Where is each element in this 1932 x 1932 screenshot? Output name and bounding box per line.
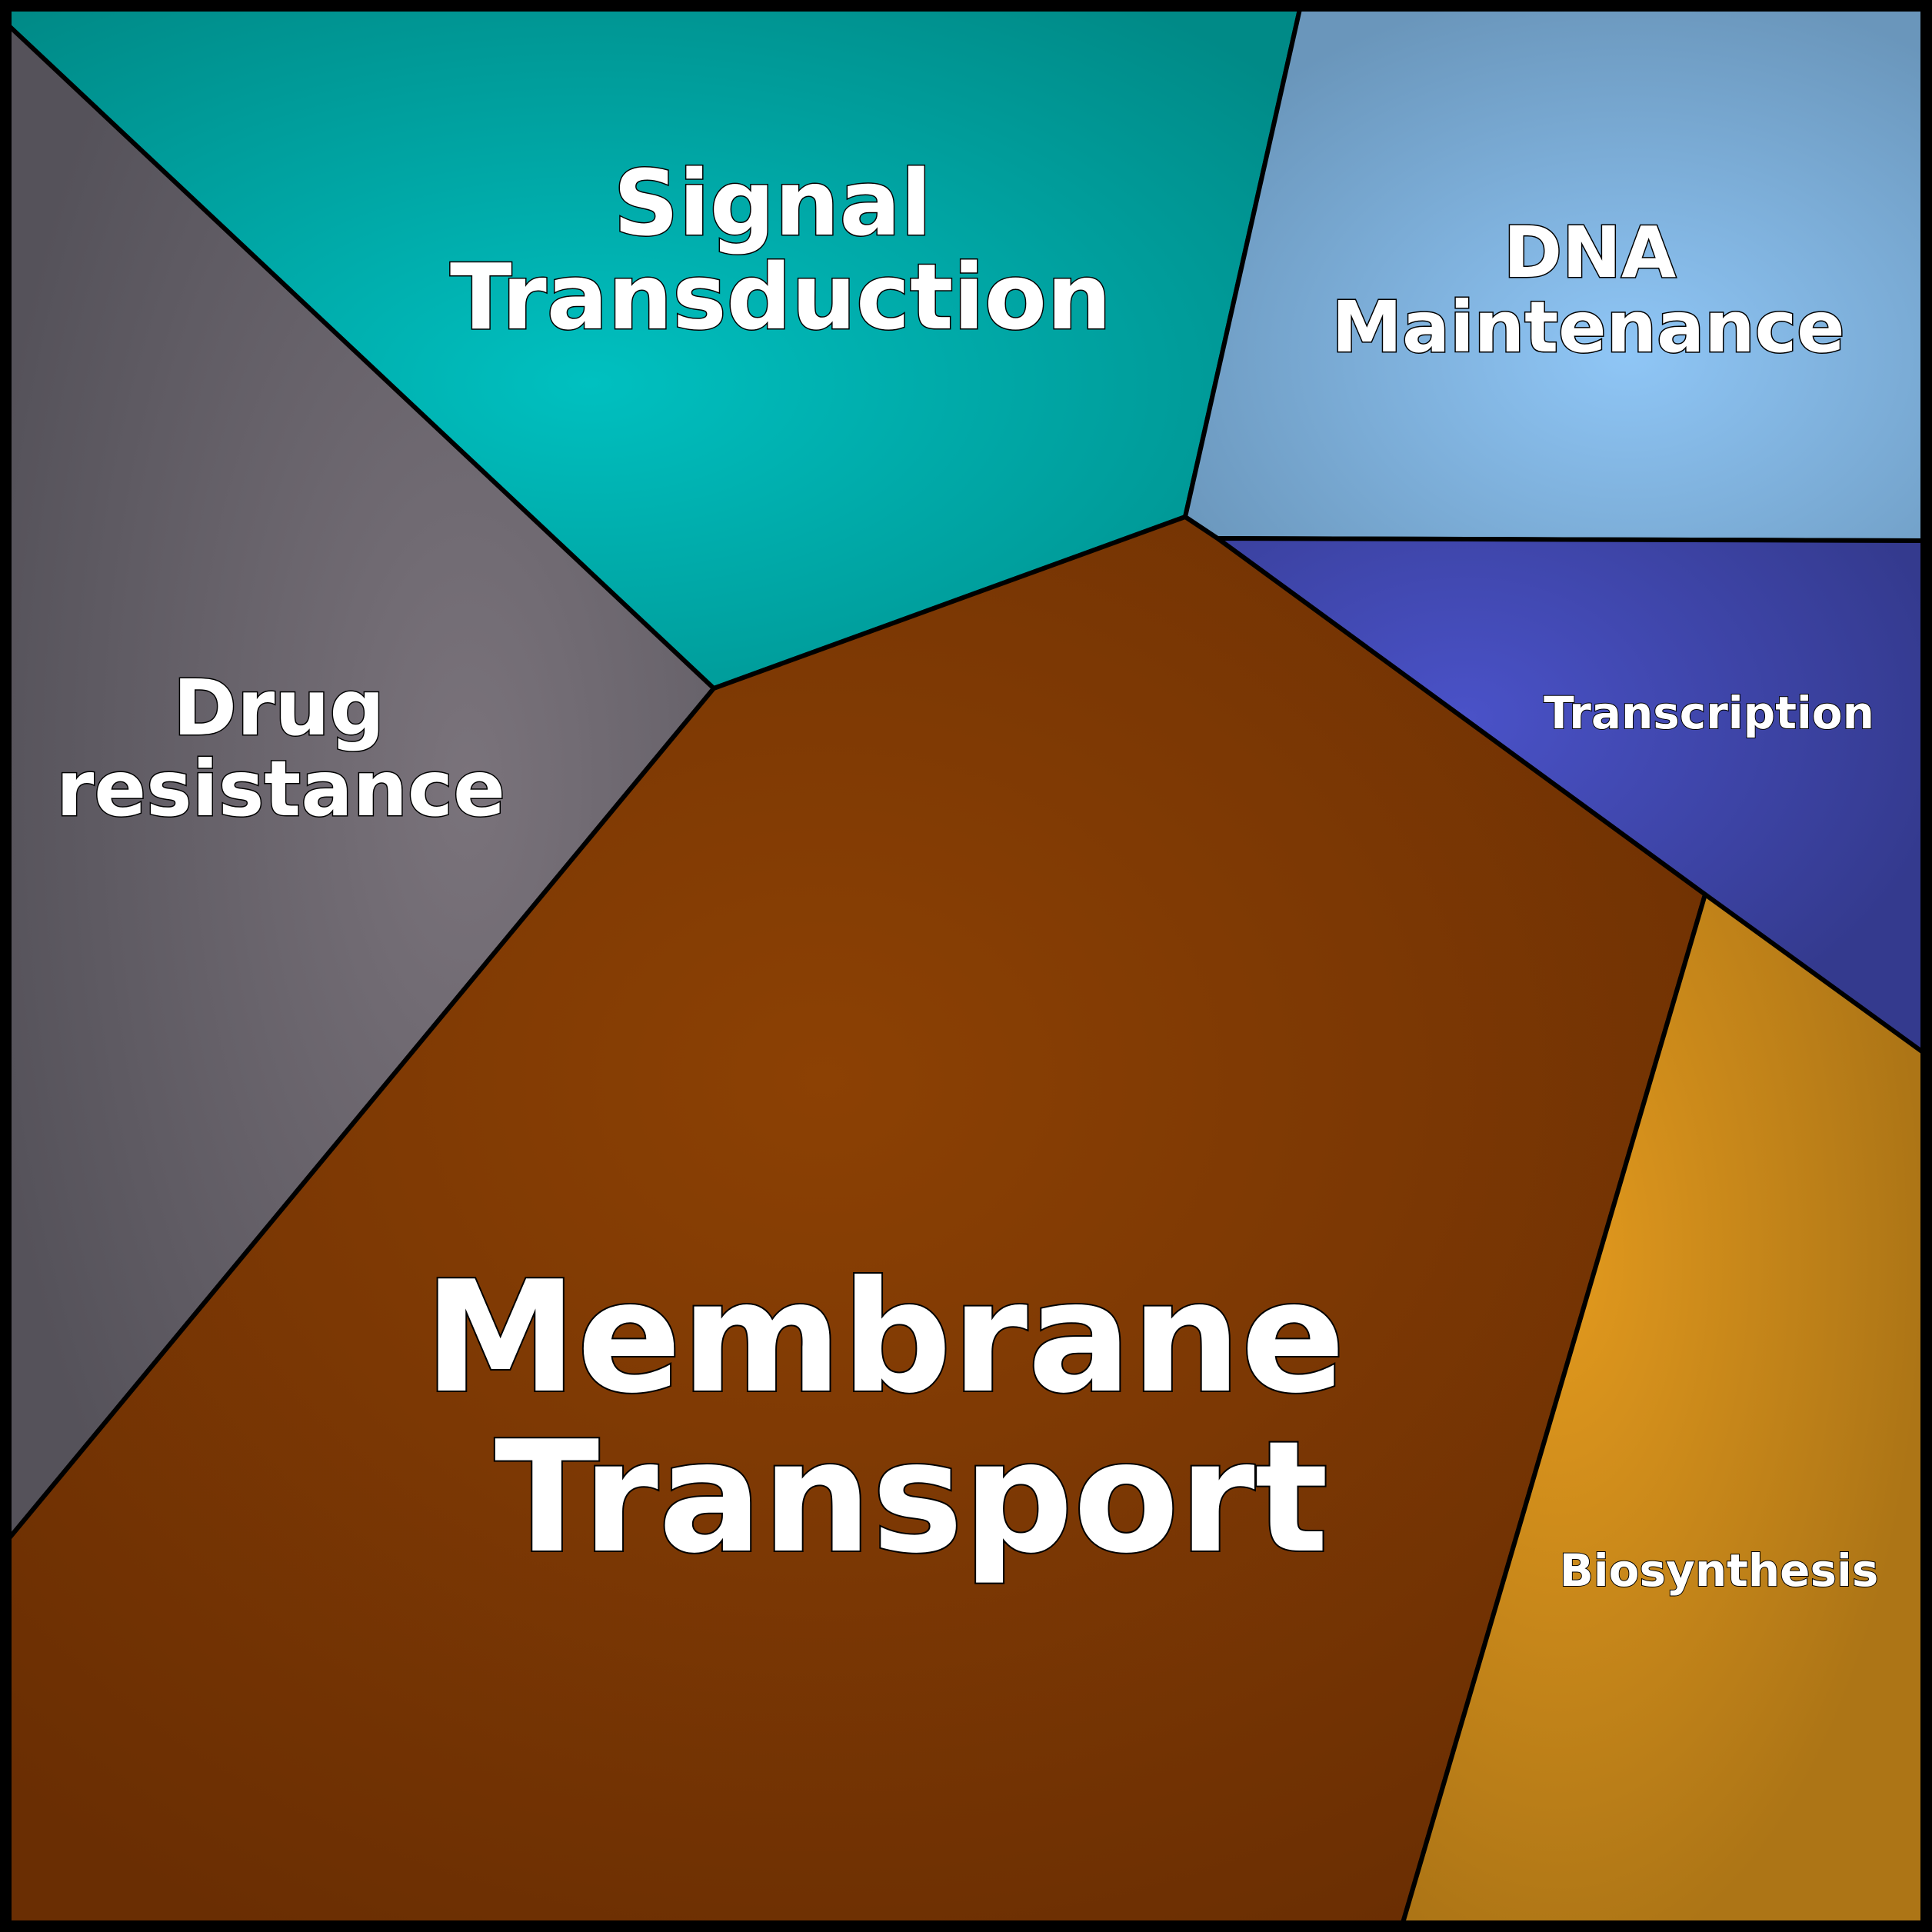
cell-membrane-transport[interactable]: Membrane Transport [7, 514, 1708, 1925]
cell-label: DNA Maintenance [1331, 212, 1844, 368]
cell-label: Drug resistance [56, 663, 505, 834]
cell-biosynthesis[interactable]: Biosynthesis [1399, 891, 1925, 1925]
cell-label: Signal Transduction [450, 150, 1111, 350]
cell-label: Membrane Transport [424, 1248, 1399, 1587]
cell-dna-maintenance[interactable]: DNA Maintenance [1182, 7, 1925, 544]
cell-label: Biosynthesis [1560, 1544, 1879, 1597]
cell-label: Transcription [1544, 687, 1874, 739]
cell-drug-resistance[interactable]: Drug resistance [7, 21, 718, 1545]
